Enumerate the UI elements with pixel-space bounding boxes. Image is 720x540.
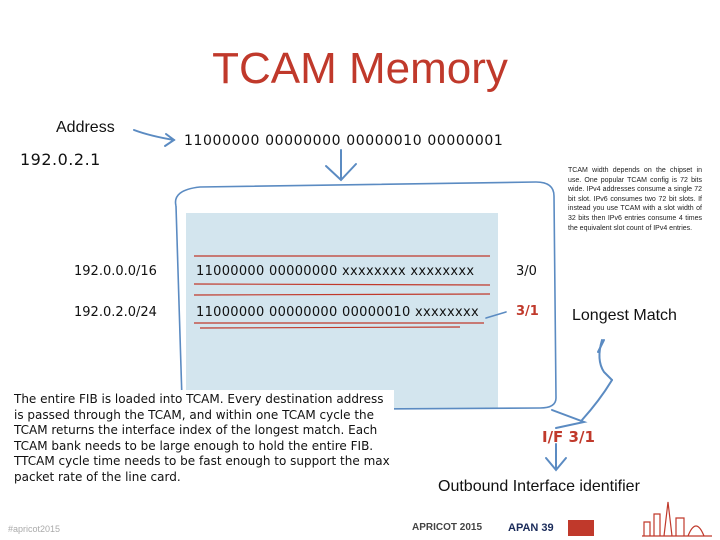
outbound-arrow-icon (545, 443, 567, 472)
row-highlight-lines (193, 255, 491, 329)
row-bits-1: 11000000 00000000 xxxxxxxx xxxxxxxx (196, 264, 475, 279)
address-value: 192.0.2.1 (20, 150, 101, 169)
longest-match-label: Longest Match (572, 307, 677, 324)
down-arrow-icon (325, 149, 357, 182)
result-arrow-icon (551, 339, 613, 429)
match-arrow-icon (485, 311, 507, 319)
tcam-outline (174, 181, 557, 411)
outbound-interface-label: Outbound Interface identifier (438, 478, 640, 495)
footer-hashtag: #apricot2015 (8, 524, 61, 534)
row-prefix-2: 192.0.2.0/24 (74, 305, 157, 320)
tcam-width-note: TCAM width depends on the chipset in use… (568, 167, 702, 232)
apan-logo: APAN 39 (508, 522, 554, 534)
row-prefix-1: 192.0.0.0/16 (74, 264, 157, 279)
tcam-block (186, 213, 498, 409)
address-label: Address (56, 119, 115, 136)
row-interface-1: 3/0 (516, 264, 537, 279)
apricot-logo: APRICOT 2015 (412, 522, 483, 533)
result-interface: I/F 3/1 (542, 428, 595, 446)
fib-description: The entire FIB is loaded into TCAM. Ever… (14, 390, 394, 488)
row-interface-2: 3/1 (516, 304, 539, 319)
address-binary: 11000000 00000000 00000010 00000001 (184, 133, 504, 149)
row-bits-2: 11000000 00000000 00000010 xxxxxxxx (196, 305, 479, 320)
address-arrow-icon (133, 129, 176, 147)
apnic-logo-icon (568, 520, 594, 536)
skyline-logo-icon (642, 501, 712, 537)
slide-title: TCAM Memory (212, 44, 508, 93)
